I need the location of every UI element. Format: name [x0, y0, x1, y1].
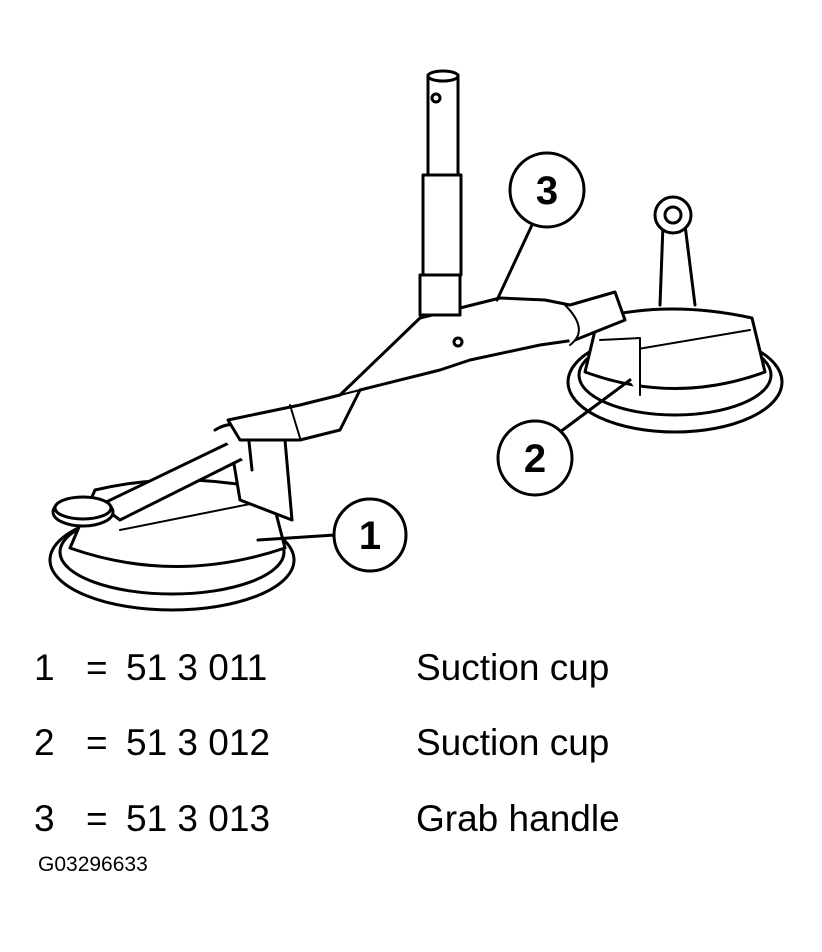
legend-part-number: 51 3 013 — [126, 798, 271, 839]
callout-2-label: 2 — [524, 437, 546, 481]
legend-part-number: 51 3 011 — [126, 647, 268, 688]
callout-3 — [495, 151, 586, 302]
legend-description: Grab handle — [416, 798, 620, 839]
legend-description: Suction cup — [416, 647, 610, 688]
tool-illustration: 1 2 3 — [48, 69, 784, 612]
callout-2 — [496, 378, 632, 497]
legend-equals: = — [86, 798, 108, 839]
suction-cup-1 — [48, 423, 296, 612]
legend-num: 3 — [34, 798, 55, 839]
figure-code: G03296633 — [38, 853, 148, 876]
legend-part-number: 51 3 012 — [126, 722, 271, 763]
grab-handle-3 — [226, 69, 627, 442]
legend-num: 1 — [34, 647, 55, 688]
callout-1 — [256, 497, 408, 573]
legend-num: 2 — [34, 722, 55, 763]
callout-3-label: 3 — [536, 169, 558, 213]
callout-1-label: 1 — [359, 514, 381, 558]
suction-cup-2 — [566, 195, 784, 434]
legend-description: Suction cup — [416, 722, 610, 763]
legend-equals: = — [86, 722, 108, 763]
legend-equals: = — [86, 647, 108, 688]
